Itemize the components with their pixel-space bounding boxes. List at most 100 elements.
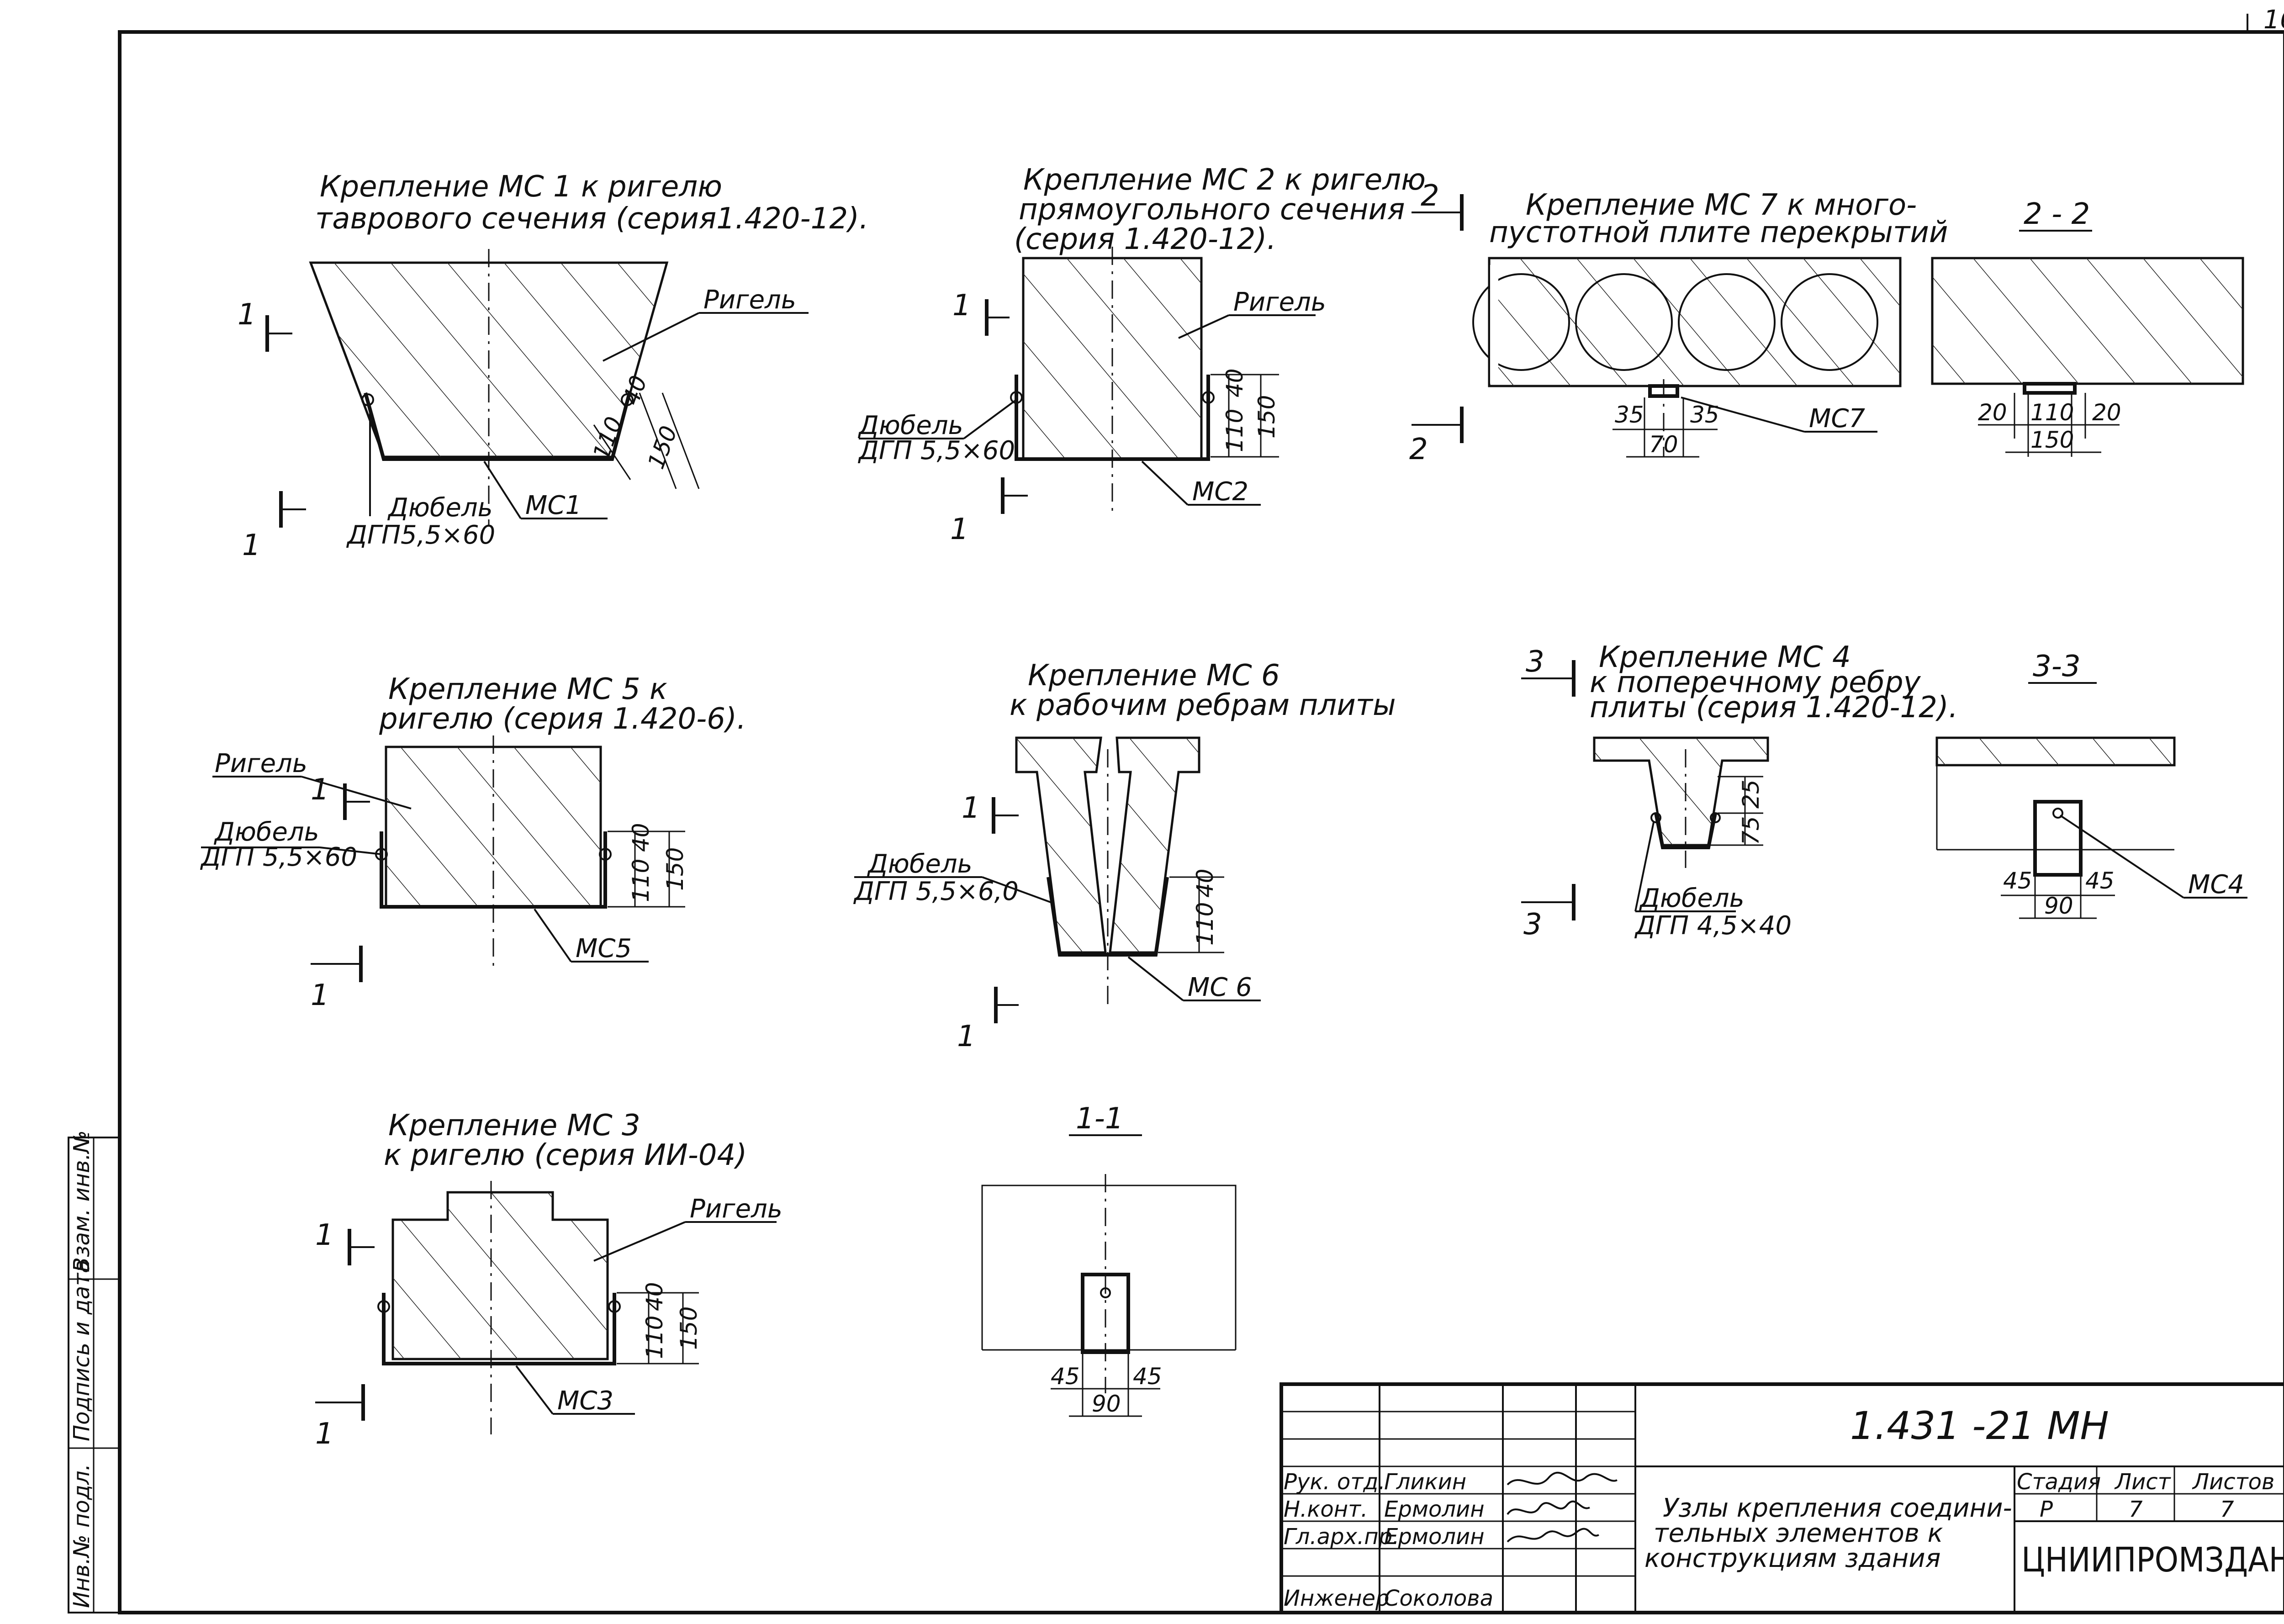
mc6-section-top: 1 (962, 791, 980, 825)
mc5-section-marks: 1 1 (311, 773, 370, 1012)
mc6-section-bottom: 1 (957, 1020, 976, 1053)
mc6-element-label: МС 6 (1188, 973, 1252, 1002)
name-chief-architect: Ермолин (1384, 1524, 1485, 1550)
side-stamp: Инв.№ подл. Подпись и дата Взам. инв.№ (68, 1130, 121, 1613)
mc7-dimensions: 35 35 70 (1613, 397, 1719, 458)
sec22-plate (2023, 382, 2077, 395)
mc4-plate (1654, 813, 1717, 849)
mc3-plate (382, 1293, 616, 1365)
mc1-section-top: 1 (238, 298, 256, 332)
mc4-dimensions: 25 75 (1708, 776, 1764, 846)
mc5-dimensions: 110 40 150 (608, 823, 688, 908)
signature-head (1507, 1471, 1618, 1486)
mc3-dim-40: 40 (641, 1282, 668, 1311)
mc2-dim-40: 40 (1221, 368, 1248, 397)
mc7-dim-70: 70 (1649, 431, 1678, 458)
mc4-dowel-label: Дюбель (1639, 883, 1745, 913)
mc1-plate (364, 392, 631, 461)
mc7-element-label: МС7 (1809, 404, 1865, 434)
sec11-dim-45-left: 45 (1051, 1363, 1080, 1390)
mc2-dowel-right (1202, 391, 1215, 404)
mc3-section-top: 1 (315, 1218, 334, 1252)
mc5-dim-150: 150 (662, 847, 688, 891)
mc3-dimensions: 110 40 150 (617, 1282, 702, 1365)
mc1-dowel-left (361, 393, 374, 406)
sec11-title: 1-1 (1076, 1102, 1124, 1136)
mc3-dim-110: 110 (641, 1316, 668, 1359)
mc2-title-line3: (серия 1.420-12). (1014, 222, 1276, 256)
mc6-dowel-label: Дюбель (867, 849, 973, 879)
mc6-section-marks: 1 1 (957, 791, 1019, 1053)
mc6-title-line2: к рабочим ребрам плиты (1010, 688, 1396, 722)
mc7-title-line1: Крепление МС 7 к много- (1526, 188, 1917, 222)
role-engineer: Инженер (1284, 1586, 1389, 1611)
mc2-rigel-label: Ригель (1233, 287, 1326, 317)
mc4-title-line2: к поперечному ребру (1590, 666, 1921, 699)
col-sheets: Листов (2192, 1469, 2274, 1495)
mc3-title-line2: к ригелю (серия ИИ-04) (384, 1138, 747, 1172)
mc2-element-label: МС2 (1192, 477, 1248, 507)
mc7-slab (1472, 257, 1902, 457)
section-2-2: 2 - 2 20 110 20 150 (1931, 197, 2244, 457)
detail-mc6: Крепление МС 6 к рабочим ребрам плиты Дю… (853, 659, 1396, 1053)
mc5-section-bottom: 1 (311, 979, 329, 1012)
mc1-element-label: МС1 (525, 491, 582, 520)
mc2-title-line2: прямоугольного сечения (1019, 193, 1405, 227)
sec22-dim-150: 150 (2030, 427, 2074, 453)
col-stage: Стадия (2017, 1469, 2101, 1495)
mc4-dim-75: 75 (1738, 816, 1764, 845)
name-engineer: Соколова (1384, 1586, 1493, 1611)
role-head: Рук. отд. (1284, 1469, 1385, 1495)
sec22-dim-110: 110 (2030, 399, 2074, 426)
mc1-beam (309, 249, 669, 525)
mc6-dowel-spec: ДГП 5,5×6,0 (853, 877, 1019, 906)
mc3-section-bottom: 1 (315, 1417, 334, 1451)
sec33-plate (2033, 800, 2083, 877)
mc4-section-top: 3 (1526, 645, 1544, 679)
side-stamp-replacement: Взам. инв.№ (69, 1130, 95, 1272)
role-norm-control: Н.конт. (1284, 1497, 1368, 1522)
detail-mc3: Крепление МС 3 к ригелю (серия ИИ-04) Ри… (315, 1109, 782, 1451)
title-block: 1.431 -21 МН Рук. отд. Н.конт. Гл.арх.пр… (1279, 1382, 2284, 1614)
mc4-dowel-spec: ДГП 4,5×40 (1634, 911, 1792, 941)
mc3-dim-150: 150 (676, 1307, 702, 1350)
mc1-section-bottom: 1 (242, 529, 261, 562)
detail-mc5: Крепление МС 5 к ригелю (серия 1.420-6).… (200, 672, 746, 1012)
mc6-title-line1: Крепление МС 6 (1028, 659, 1280, 693)
document-code: 1.431 -21 МН (1850, 1403, 2109, 1448)
mc2-title-line1: Крепление МС 2 к ригелю (1023, 163, 1426, 197)
sheets-value: 7 (2220, 1497, 2234, 1522)
mc1-dowel-label: Дюбель (387, 493, 493, 523)
mc6-dim-40: 40 (1192, 868, 1218, 898)
mc5-dim-110: 110 (628, 859, 654, 902)
name-norm-control: Ермолин (1384, 1497, 1485, 1522)
name-head: Гликин (1384, 1469, 1466, 1495)
mc2-section-bottom: 1 (950, 513, 969, 546)
sec11-dim-45-right: 45 (1133, 1363, 1162, 1390)
sheet-value: 7 (2129, 1497, 2143, 1522)
side-stamp-signature-date: Подпись и дата (69, 1259, 95, 1441)
mc4-section-bottom: 3 (1523, 908, 1542, 942)
mc2-dowel-label: Дюбель (857, 411, 963, 440)
mc2-dimensions: 110 40 150 (1211, 368, 1280, 458)
mc2-section-top: 1 (952, 289, 971, 323)
mc5-title-line2: ригелю (серия 1.420-6). (379, 702, 746, 736)
mc5-dim-40: 40 (628, 823, 654, 852)
mc2-dowel-left (1010, 391, 1023, 404)
detail-mc1: Крепление МС 1 к ригелю таврового сечени… (238, 170, 868, 562)
signature-chief-architect (1507, 1528, 1599, 1543)
mc1-section-marks: 1 1 (238, 298, 306, 562)
mc2-dim-150: 150 (1253, 395, 1280, 439)
sec22-dim-20-right: 20 (2092, 399, 2121, 426)
mc5-dowel-label: Дюбель (213, 817, 319, 847)
sec33-element-label: МС4 (2188, 870, 2244, 899)
sec33-title: 3-3 (2033, 650, 2081, 683)
mc1-dowel-spec: ДГП5,5×60 (346, 520, 495, 550)
section-1-1: 1-1 45 45 90 (981, 1102, 1237, 1417)
mc3-title-line1: Крепление МС 3 (388, 1109, 640, 1143)
mc1-title-line2: таврового сечения (серия1.420-12). (315, 202, 868, 236)
mc1-rigel-label: Ригель (703, 285, 796, 315)
role-chief-architect: Гл.арх.пр. (1284, 1524, 1399, 1550)
mc2-beam (1010, 247, 1215, 512)
sec11-plate (1081, 1273, 1130, 1354)
